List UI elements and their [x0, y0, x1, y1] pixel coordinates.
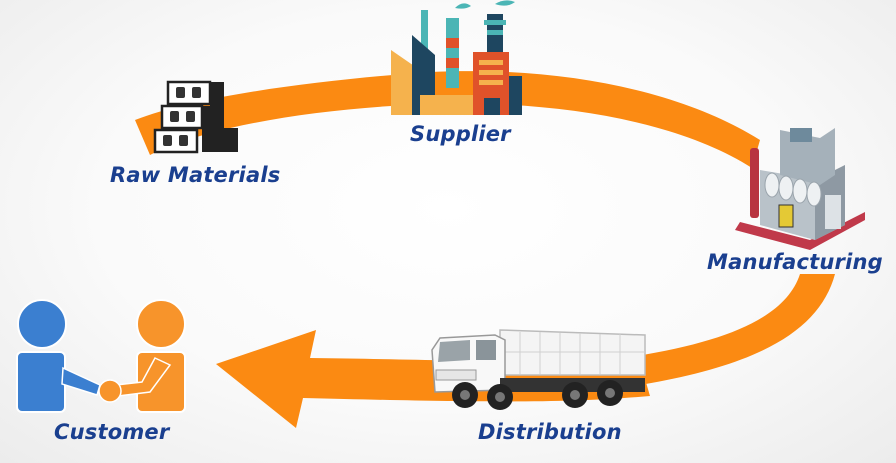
flow-arrow-right — [610, 274, 835, 392]
stage-label-supplier: Supplier — [410, 122, 511, 146]
stage-label-customer: Customer — [54, 420, 170, 444]
stage-label-manufacturing: Manufacturing — [707, 250, 883, 274]
bricks-icon — [153, 80, 238, 154]
handshake-icon — [16, 299, 186, 413]
stage-label-distribution: Distribution — [478, 420, 622, 444]
factory-icon — [391, 0, 522, 115]
flow-arrow-top — [135, 71, 760, 168]
plant-building-icon — [735, 128, 865, 250]
stage-label-raw-materials: Raw Materials — [110, 163, 281, 187]
dump-truck-icon — [431, 329, 646, 410]
flow-arrow-bottom — [216, 330, 650, 428]
